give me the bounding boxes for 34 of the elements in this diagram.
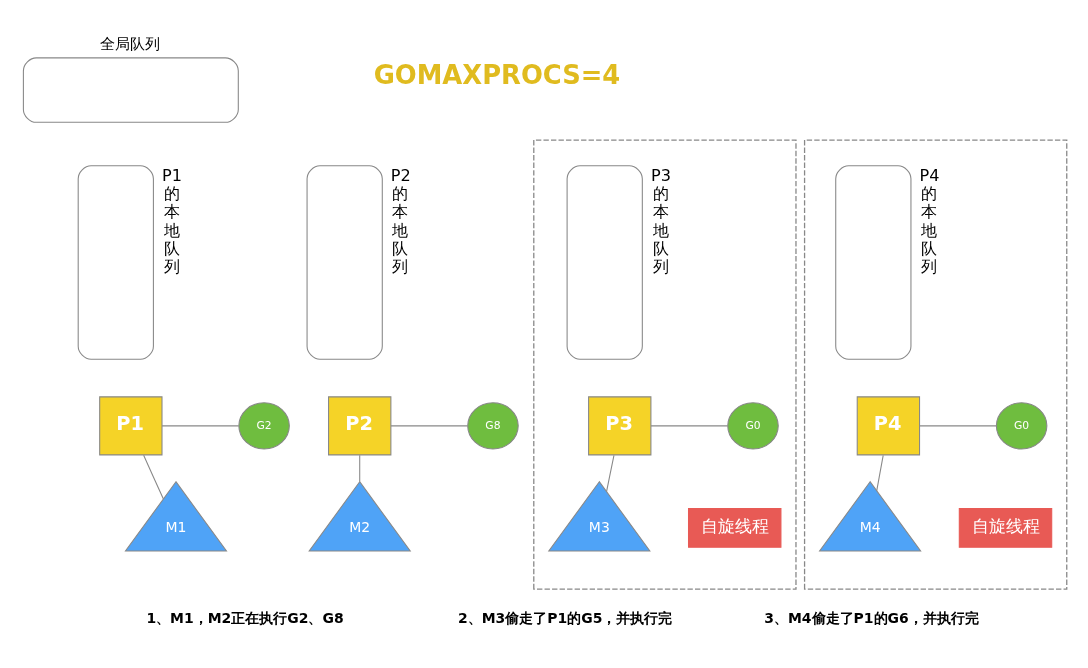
node-box <box>306 165 383 360</box>
node-box: P2 <box>328 396 392 456</box>
node-box: P4 <box>856 396 921 456</box>
node-box: 自旋线程 <box>958 508 1053 548</box>
node-box <box>22 57 239 123</box>
node-circle: G8 <box>467 402 519 450</box>
node-box <box>835 165 912 360</box>
node-label: P3的本地队列 <box>650 165 671 277</box>
connector <box>606 454 615 492</box>
node-box <box>566 165 643 360</box>
connector <box>876 454 884 492</box>
node-box: P3 <box>588 396 652 456</box>
connector <box>650 425 729 427</box>
connector <box>359 454 361 483</box>
node-box: P1 <box>99 396 163 456</box>
connector <box>143 454 164 500</box>
node-box: 自旋线程 <box>688 508 782 548</box>
node-circle: G0 <box>727 402 779 450</box>
node-circle: G2 <box>238 402 290 450</box>
connector <box>919 425 997 427</box>
label: 2、M3偷走了P1的G5，并执行完 <box>458 609 673 626</box>
node-label: P2的本地队列 <box>390 165 411 277</box>
label: 1、M1，M2正在执行G2、G8 <box>146 609 344 626</box>
connector <box>161 425 240 427</box>
cluster <box>533 139 797 590</box>
label: GOMAXPROCS=4 <box>373 59 621 90</box>
node-label: P1的本地队列 <box>162 165 182 277</box>
label: 3、M4偷走了P1的G6，并执行完 <box>764 609 979 626</box>
node-box <box>77 165 154 360</box>
node-label: 全局队列 <box>99 35 160 54</box>
connector <box>390 425 468 427</box>
cluster <box>803 139 1068 590</box>
node-circle: G0 <box>995 402 1048 450</box>
node-label: P4的本地队列 <box>919 165 940 277</box>
